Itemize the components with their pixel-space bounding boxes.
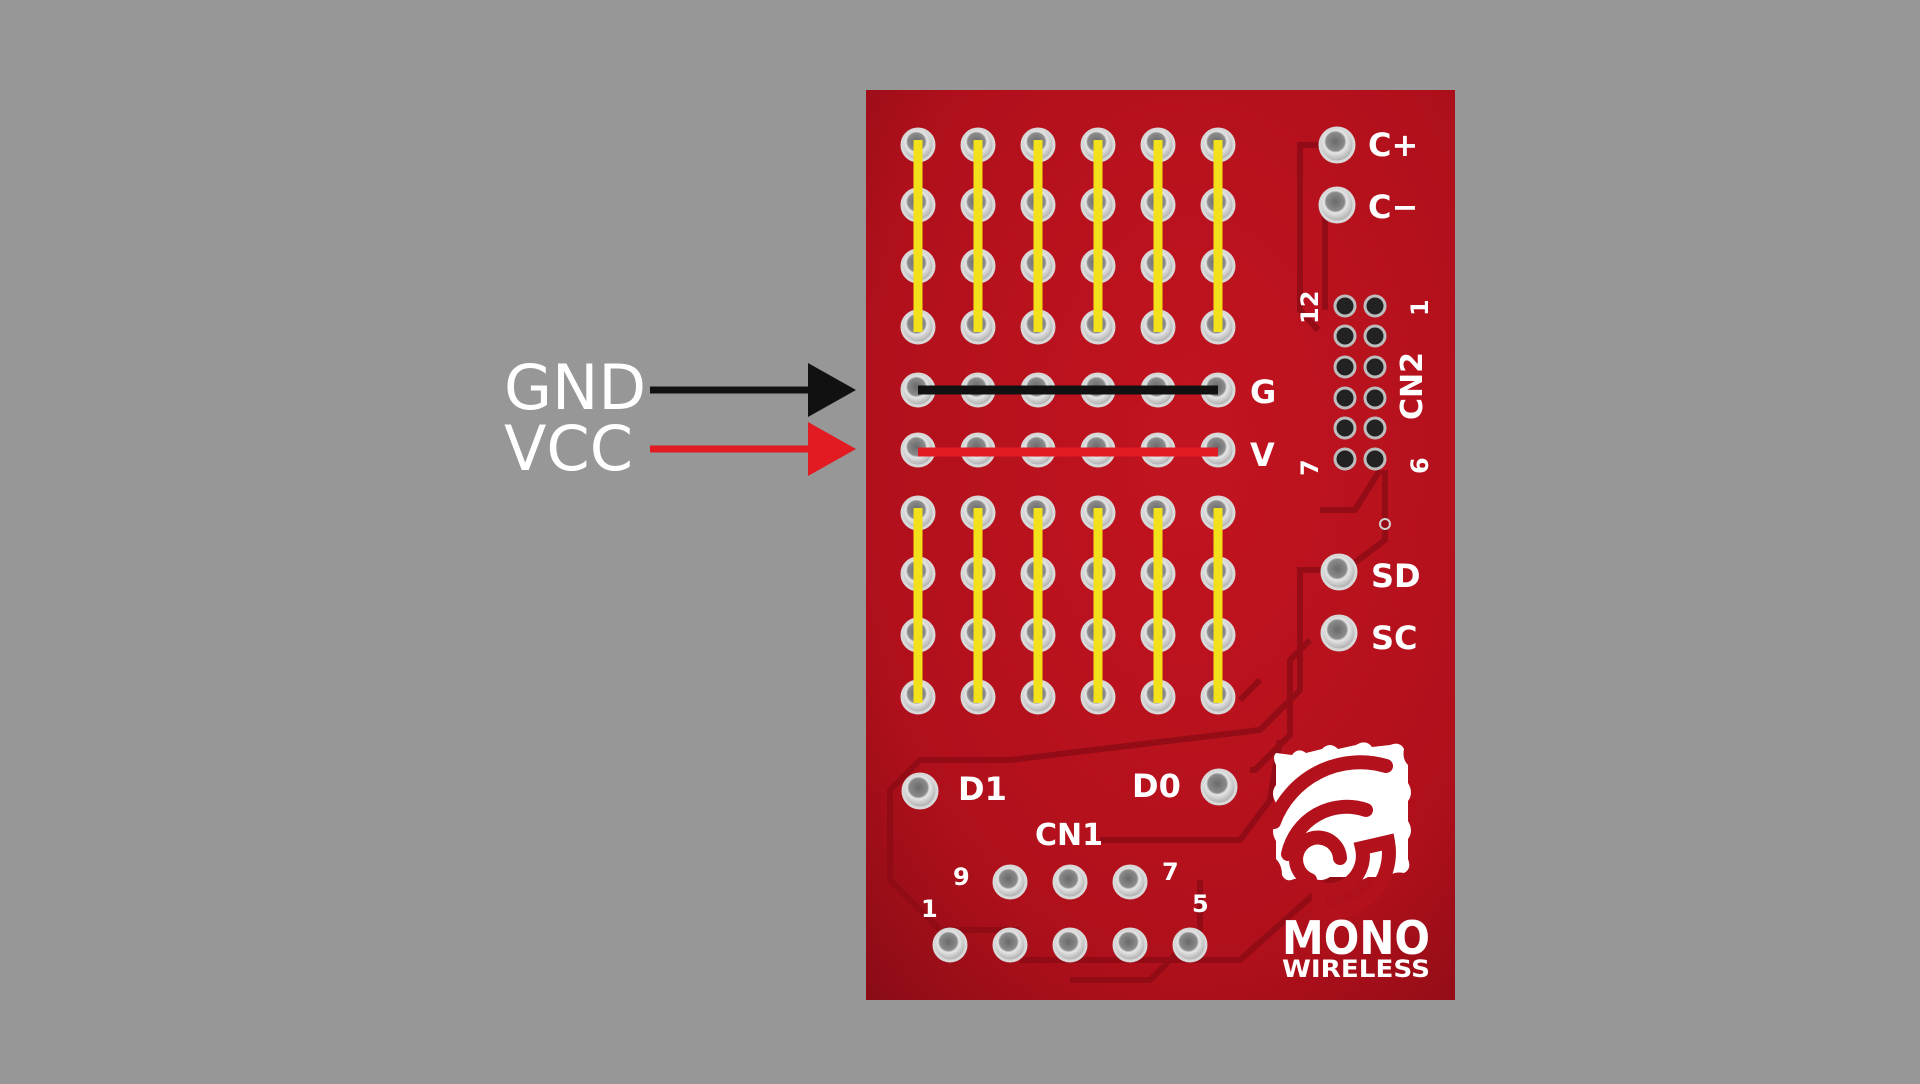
- label-v: V: [1250, 436, 1275, 474]
- label-sd: SD: [1371, 557, 1421, 595]
- pad-cn1: [1052, 927, 1088, 963]
- label-cn1: CN1: [1035, 818, 1103, 853]
- pad-grid: [900, 126, 1391, 963]
- pad-d0: [1200, 768, 1238, 806]
- pad-d1: [901, 772, 939, 810]
- label-d0: D0: [1132, 767, 1181, 805]
- cn2-pin: [1333, 416, 1357, 440]
- via: [1379, 518, 1391, 530]
- label-cn1-pin-5: 5: [1192, 890, 1209, 918]
- label-cn2-pin-7: 7: [1296, 459, 1324, 476]
- label-d1: D1: [958, 770, 1007, 808]
- label-sc: SC: [1371, 619, 1418, 657]
- cn2-pin: [1363, 386, 1387, 410]
- label-cn1-pin-7: 7: [1162, 858, 1179, 886]
- pad-c-plus: [1318, 126, 1356, 164]
- cn2-header: [1333, 294, 1387, 471]
- cn2-pin: [1333, 447, 1357, 471]
- gnd-arrow-head: [808, 363, 856, 417]
- cn2-pin: [1363, 324, 1387, 348]
- pad-cn1: [1112, 864, 1148, 900]
- cn2-pin: [1363, 447, 1387, 471]
- logo-wireless: WIRELESS: [1282, 955, 1430, 983]
- label-g: G: [1250, 373, 1276, 411]
- label-c-plus: C+: [1368, 126, 1418, 164]
- cn2-pin: [1333, 355, 1357, 379]
- pad-c-minus: [1318, 186, 1356, 224]
- label-cn1-pin-9: 9: [953, 863, 970, 891]
- cn2-pin: [1333, 324, 1357, 348]
- vcc-arrow-head: [808, 422, 856, 476]
- cn2-pin: [1363, 355, 1387, 379]
- pad-sd: [1320, 553, 1358, 591]
- cn2-pin: [1333, 294, 1357, 318]
- cn2-pin: [1333, 386, 1357, 410]
- label-cn2-pin-1: 1: [1406, 299, 1434, 316]
- pad-cn1: [932, 927, 968, 963]
- pad-cn1: [1112, 927, 1148, 963]
- pad-cn1: [992, 864, 1028, 900]
- pad-sc: [1320, 614, 1358, 652]
- label-cn2-pin-6: 6: [1406, 457, 1434, 474]
- label-cn1-pin-1: 1: [921, 895, 938, 923]
- label-c-minus: C−: [1368, 188, 1418, 226]
- pad-cn1: [1052, 864, 1088, 900]
- logo-mono: MONO: [1282, 911, 1430, 965]
- gnd-label: GND: [504, 351, 646, 424]
- pad-cn1: [992, 927, 1028, 963]
- label-cn2-pin-12: 12: [1296, 291, 1324, 324]
- cn2-pin: [1363, 416, 1387, 440]
- mono-wireless-logo: MONO WIRELESS: [1267, 742, 1430, 983]
- vcc-label: VCC: [504, 412, 633, 485]
- label-cn2: CN2: [1395, 352, 1430, 420]
- pad-cn1: [1172, 927, 1208, 963]
- cn2-pin: [1363, 294, 1387, 318]
